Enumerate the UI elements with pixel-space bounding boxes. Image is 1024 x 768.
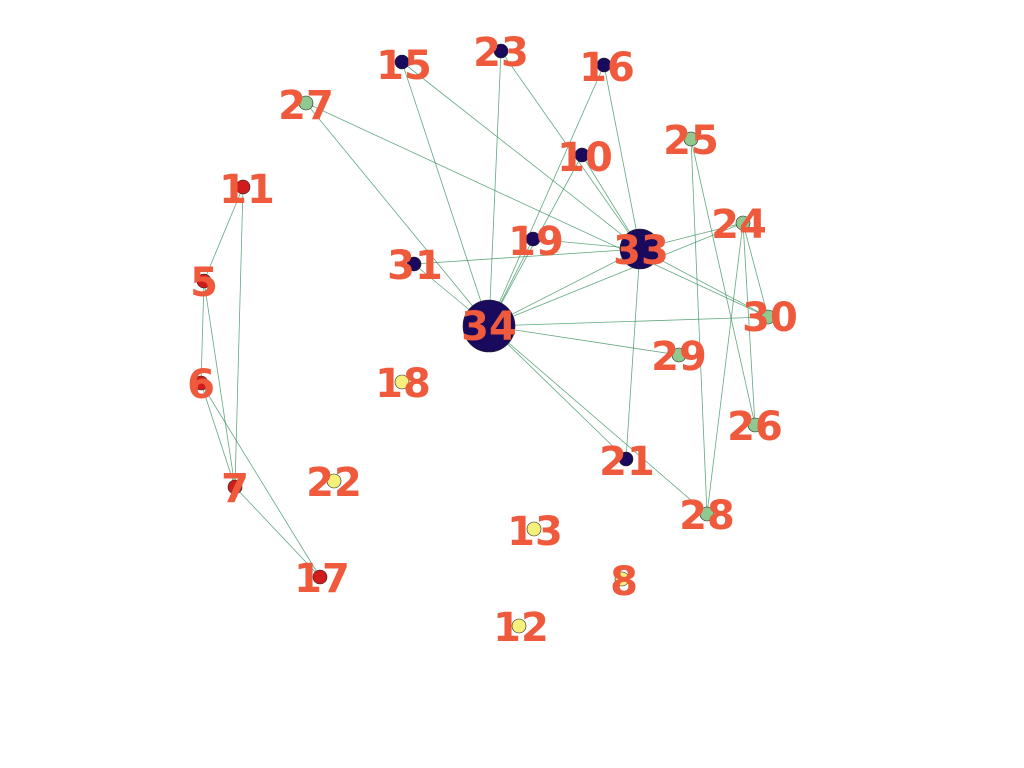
node-label-5: 5 [190,260,218,306]
node-label-13: 13 [507,509,563,555]
node-12[interactable] [511,618,527,634]
node-34[interactable] [462,299,516,353]
node-5[interactable] [196,273,212,289]
edge-30-34 [488,316,769,327]
node-25[interactable] [683,131,699,147]
node-6[interactable] [193,375,209,391]
node-23[interactable] [493,43,509,59]
node-label-22: 22 [306,460,362,506]
node-label-16: 16 [579,45,635,91]
edge-21-33 [625,248,641,460]
node-label-10: 10 [557,135,613,181]
edge-30-24 [742,222,769,318]
node-27[interactable] [298,95,314,111]
edge-11-7 [234,186,244,488]
edge-27-30 [305,102,769,318]
node-label-24: 24 [711,202,767,248]
edge-6-17 [200,382,321,578]
edge-33-34 [488,248,641,327]
node-label-29: 29 [651,334,707,380]
node-label-7: 7 [221,466,249,512]
node-label-28: 28 [679,493,735,539]
node-8[interactable] [614,571,630,587]
edge-27-34 [305,102,490,327]
node-13[interactable] [526,521,542,537]
edge-24-26 [742,222,756,426]
edge-15-33 [401,61,641,250]
node-22[interactable] [326,473,342,489]
node-label-30: 30 [742,295,798,341]
node-17[interactable] [312,569,328,585]
node-label-33: 33 [613,228,669,274]
edge-16-34 [488,64,605,327]
node-label-8: 8 [610,559,638,605]
node-21[interactable] [618,451,634,467]
node-19[interactable] [525,231,541,247]
edge-7-17 [234,486,321,578]
node-24[interactable] [735,215,751,231]
edge-28-34 [488,325,708,515]
node-label-12: 12 [493,605,549,651]
edge-25-26 [690,138,756,426]
node-label-6: 6 [187,362,215,408]
node-label-11: 11 [219,167,275,213]
node-label-17: 17 [294,556,350,602]
edge-11-5 [203,186,244,282]
node-26[interactable] [747,417,763,433]
edge-5-6 [200,280,205,384]
edge-24-34 [488,222,744,327]
edge-23-34 [488,50,502,327]
node-31[interactable] [406,256,422,272]
node-7[interactable] [227,479,243,495]
node-18[interactable] [394,374,410,390]
node-label-25: 25 [663,118,719,164]
node-label-18: 18 [375,361,431,407]
edge-25-28 [690,138,708,515]
node-30[interactable] [760,309,776,325]
edge-21-34 [488,325,627,460]
edge-30-33 [639,248,769,318]
edge-23-33 [500,50,641,250]
node-15[interactable] [394,54,410,70]
node-29[interactable] [671,347,687,363]
node-28[interactable] [699,506,715,522]
edge-15-34 [401,61,490,327]
edge-16-33 [603,64,641,250]
edge-24-28 [706,222,744,515]
edge-29-34 [488,325,680,356]
node-label-31: 31 [387,243,443,289]
node-label-21: 21 [599,439,655,485]
edge-5-7 [203,280,236,488]
node-label-34: 34 [461,304,517,350]
node-16[interactable] [596,57,612,73]
node-10[interactable] [574,147,590,163]
node-label-15: 15 [376,43,432,89]
node-label-23: 23 [473,30,529,76]
edges-layer [200,50,769,578]
edge-6-7 [200,382,236,488]
node-11[interactable] [235,179,251,195]
labels-layer: 15 23 16 27 25 10 11 24 19 33 31 5 34 30 29 6 18 26 21 7 22 2… [187,30,798,651]
edge-31-33 [413,248,641,265]
node-label-19: 19 [508,219,564,265]
node-label-26: 26 [727,404,783,450]
node-33[interactable] [619,228,661,270]
node-label-27: 27 [278,83,334,129]
nodes-layer [193,43,776,634]
